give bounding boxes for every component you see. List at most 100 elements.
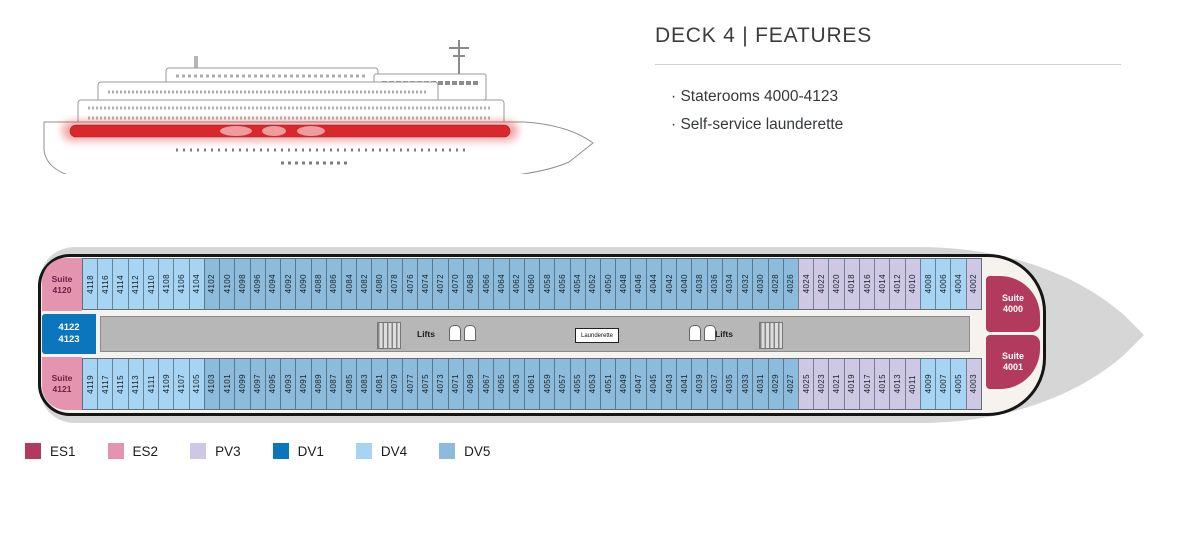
cabin-4056: 4056 bbox=[554, 259, 570, 309]
feature-item-launderette: · Self-service launderette bbox=[671, 115, 844, 133]
cabin-number: 4111 bbox=[146, 374, 156, 394]
cabin-number: 4082 bbox=[359, 274, 369, 294]
cabin-4060: 4060 bbox=[523, 259, 540, 309]
cabin-number: 4029 bbox=[771, 374, 781, 394]
cabin-4065: 4065 bbox=[493, 359, 509, 409]
cabin-number: 4065 bbox=[496, 374, 506, 394]
legend-label: DV4 bbox=[380, 443, 408, 459]
cabin-number: 4060 bbox=[527, 274, 537, 294]
cabin-4005: 4005 bbox=[950, 359, 966, 409]
cabin-4115: 4115 bbox=[112, 359, 128, 409]
legend-swatch bbox=[439, 443, 456, 459]
legend-swatch bbox=[190, 443, 207, 459]
cabin-4114: 4114 bbox=[112, 259, 128, 309]
legend-label: ES1 bbox=[50, 443, 76, 459]
cabin-number: 4052 bbox=[588, 274, 598, 294]
cabin-number: 4013 bbox=[893, 374, 903, 394]
cabin-4085: 4085 bbox=[340, 359, 357, 409]
cabin-number: 4011 bbox=[908, 374, 918, 394]
suite-number: 4120 bbox=[52, 284, 72, 295]
cabin-4029: 4029 bbox=[767, 359, 783, 409]
feature-item-staterooms: · Staterooms 4000-4123 bbox=[671, 88, 839, 105]
suite-number: 4001 bbox=[1002, 362, 1024, 372]
cabin-4040: 4040 bbox=[676, 259, 692, 309]
cabin-4024: 4024 bbox=[798, 259, 814, 309]
cabin-number: 4027 bbox=[786, 374, 796, 394]
cabin-4074: 4074 bbox=[417, 259, 433, 309]
cabin-4058: 4058 bbox=[539, 259, 555, 309]
cabin-number: 4112 bbox=[131, 274, 141, 294]
cabin-4039: 4039 bbox=[691, 359, 707, 409]
legend-item-es2: ES2 bbox=[107, 443, 158, 459]
cabin-4059: 4059 bbox=[539, 359, 555, 409]
cabin-4101: 4101 bbox=[219, 359, 235, 409]
cabin-number: 4058 bbox=[542, 274, 552, 294]
suite-label: Suite bbox=[1001, 350, 1024, 361]
cabin-number: 4059 bbox=[542, 374, 552, 394]
cabin-4061: 4061 bbox=[523, 359, 540, 409]
cabin-number: 4028 bbox=[771, 274, 781, 294]
cabin-4103: 4103 bbox=[203, 359, 220, 409]
cabin-4052: 4052 bbox=[584, 259, 600, 309]
cabin-4051: 4051 bbox=[599, 359, 616, 409]
cabin-number: 4081 bbox=[375, 374, 385, 394]
cabin-4054: 4054 bbox=[569, 259, 585, 309]
cabin-number: 4003 bbox=[969, 374, 979, 394]
cabin-number: 4055 bbox=[573, 374, 583, 394]
legend-swatch bbox=[25, 443, 41, 459]
cabin-number: 4006 bbox=[938, 274, 948, 294]
cabin-number: 4061 bbox=[527, 374, 537, 394]
cabin-number: 4117 bbox=[100, 374, 110, 394]
cabin-number: 4019 bbox=[847, 374, 857, 394]
cabin-4031: 4031 bbox=[752, 359, 768, 409]
cabin-number: 4048 bbox=[618, 274, 628, 294]
cabin-number: 4077 bbox=[405, 374, 415, 394]
lift-car-icon bbox=[464, 325, 476, 341]
cabin-number: 4069 bbox=[466, 374, 476, 394]
cabin-4118: 4118 bbox=[83, 259, 98, 309]
cabin-number: 4046 bbox=[634, 274, 644, 294]
cabin-4004: 4004 bbox=[950, 259, 966, 309]
title-divider bbox=[655, 64, 1121, 65]
cabin-4070: 4070 bbox=[447, 259, 463, 309]
cabin-4075: 4075 bbox=[417, 359, 433, 409]
cabin-4069: 4069 bbox=[462, 359, 479, 409]
cabin-number: 4023 bbox=[816, 374, 826, 394]
cabin-4081: 4081 bbox=[371, 359, 387, 409]
cabin-4098: 4098 bbox=[234, 259, 250, 309]
cabin-4025: 4025 bbox=[798, 359, 814, 409]
cabin-number: 4064 bbox=[496, 274, 506, 294]
cabin-number: 4005 bbox=[953, 374, 963, 394]
cabin-number: 4067 bbox=[481, 374, 491, 394]
cabin-number: 4010 bbox=[908, 274, 918, 294]
cabin-number: 4026 bbox=[786, 274, 796, 294]
cabin-4033: 4033 bbox=[737, 359, 753, 409]
cabin-4027: 4027 bbox=[782, 359, 799, 409]
cabin-number: 4040 bbox=[679, 274, 689, 294]
cabin-number: 4080 bbox=[375, 274, 385, 294]
cabin-4094: 4094 bbox=[264, 259, 281, 309]
cabin-number: 4015 bbox=[877, 374, 887, 394]
cabin-4045: 4045 bbox=[645, 359, 661, 409]
cabin-number: 4031 bbox=[755, 374, 765, 394]
cabin-number: 4047 bbox=[634, 374, 644, 394]
cabin-number: 4068 bbox=[466, 274, 476, 294]
legend-swatch bbox=[272, 443, 289, 459]
cabin-number: 4012 bbox=[893, 274, 903, 294]
cabin-4003: 4003 bbox=[965, 359, 981, 409]
legend-item-pv3: PV3 bbox=[190, 443, 241, 459]
cabin-number: 4097 bbox=[253, 374, 263, 394]
cabin-4055: 4055 bbox=[569, 359, 585, 409]
cabin-number: 4038 bbox=[694, 274, 704, 294]
cabin-4095: 4095 bbox=[264, 359, 281, 409]
cabin-4023: 4023 bbox=[813, 359, 829, 409]
cabin-4106: 4106 bbox=[173, 259, 189, 309]
cabin-number: 4039 bbox=[694, 374, 704, 394]
cabin-4108: 4108 bbox=[158, 259, 174, 309]
cabin-4067: 4067 bbox=[478, 359, 494, 409]
cabin-4043: 4043 bbox=[660, 359, 677, 409]
cabin-number: 4033 bbox=[740, 374, 750, 394]
